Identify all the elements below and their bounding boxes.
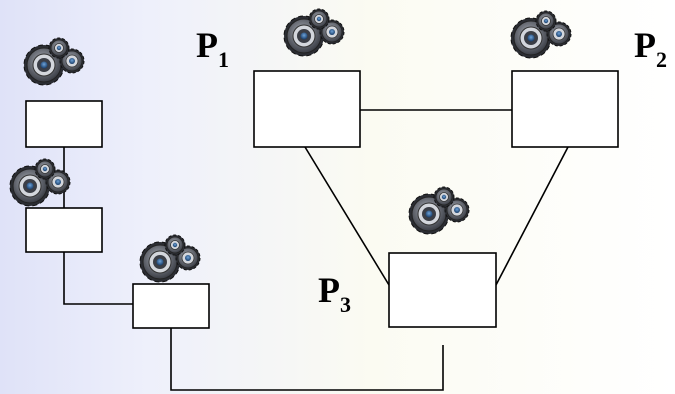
gears-icon bbox=[510, 10, 572, 59]
link-node2-node3 bbox=[63, 252, 133, 305]
chain-node-2-box bbox=[25, 207, 103, 253]
link-p1-p3 bbox=[304, 146, 390, 286]
connector-lines bbox=[63, 109, 569, 391]
gears-icon bbox=[408, 186, 470, 235]
gears-icon bbox=[23, 37, 85, 86]
gears-icon bbox=[139, 234, 201, 283]
chain-node-1-box bbox=[25, 100, 103, 148]
link-p2-p3 bbox=[495, 146, 569, 286]
process-p2-box bbox=[511, 70, 619, 148]
p1-label: P1 bbox=[196, 25, 229, 72]
process-p1-box bbox=[253, 70, 361, 148]
chain-node-3-box bbox=[132, 283, 210, 329]
link-node3-p3 bbox=[170, 328, 444, 391]
p3-label: P3 bbox=[318, 270, 351, 317]
process-p3-box bbox=[388, 252, 497, 328]
p2-label: P2 bbox=[634, 25, 667, 72]
gears-icon bbox=[9, 158, 71, 207]
gears-icon bbox=[283, 8, 345, 57]
